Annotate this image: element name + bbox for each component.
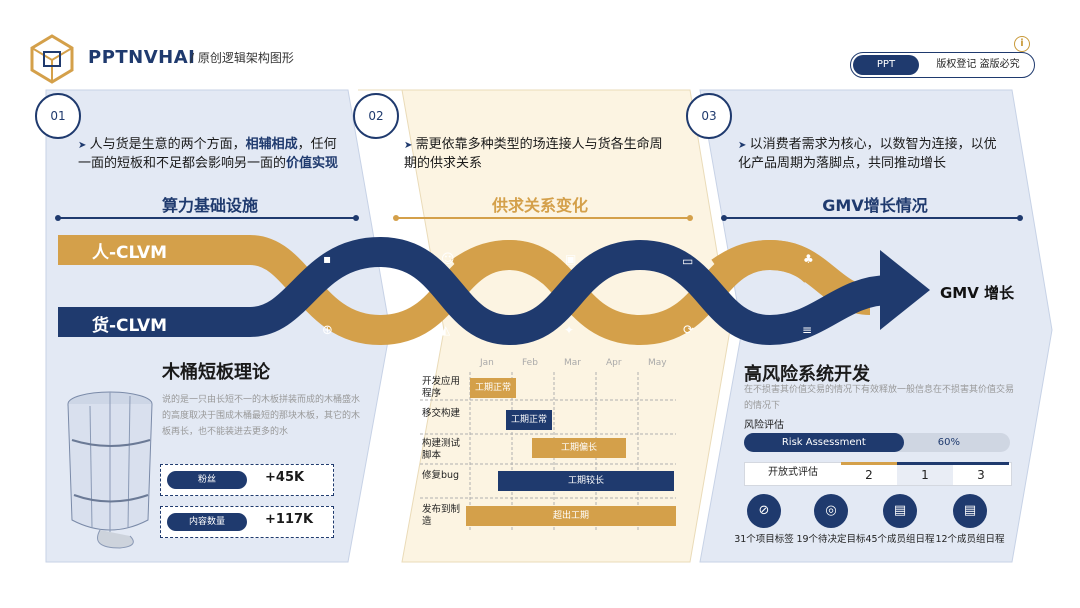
panel-01-bold-1: 相辅相成 bbox=[245, 137, 298, 152]
panel-01-text: ➤ 人与货是生意的两个方面，相辅相成，任何一面的短板和不足都会影响另一面的价值实… bbox=[78, 137, 339, 171]
panel-01-bold-2: 价值实现 bbox=[286, 156, 339, 171]
panel-01-text-a: 人与货是生意的两个方面， bbox=[89, 137, 246, 152]
month-mar: Mar bbox=[564, 358, 581, 368]
toggle-copyright[interactable]: 版权登记 盗版必究 bbox=[936, 59, 1020, 70]
gantt-bar: 工期偏长 bbox=[532, 438, 626, 458]
toggle-ppt[interactable]: PPT bbox=[853, 55, 919, 75]
panel-02-text-body: 需更依靠多种类型的场连接人与货各生命周期的供求关系 bbox=[404, 137, 663, 171]
month-apr: Apr bbox=[606, 358, 622, 368]
open-eval[interactable]: 开放式评估 2 1 3 bbox=[744, 462, 1012, 486]
gantt-bar: 工期正常 bbox=[506, 410, 552, 430]
target-icon: ◎ bbox=[814, 494, 848, 528]
idea-icon: ✦ bbox=[564, 323, 574, 337]
panel-03-text: ➤ 以消费者需求为核心，以数智为连接，以优化产品周期为落脚点，共同推动增长 bbox=[738, 137, 997, 171]
panel-number-03: 03 bbox=[686, 93, 732, 139]
panel-02-text: ➤ 需更依靠多种类型的场连接人与货各生命周期的供求关系 bbox=[404, 137, 663, 171]
panel-03-title: GMV增长情况 bbox=[822, 196, 928, 215]
panel-number-01: 01 bbox=[35, 93, 81, 139]
risk-progress-fill: Risk Assessment bbox=[744, 433, 904, 452]
icon-caption: 19个待决定目标 bbox=[796, 534, 866, 545]
goods-clvm-label: 货-CLVM bbox=[92, 316, 168, 336]
comments-icon: ▭ bbox=[682, 254, 693, 268]
smile-icon: ☺ bbox=[441, 252, 455, 267]
briefcase-icon: ▤ bbox=[953, 494, 987, 528]
panel-number-02: 02 bbox=[353, 93, 399, 139]
brand-subtitle: / 原创逻辑架构图形 bbox=[190, 51, 294, 65]
stat-fans-label: 粉丝 bbox=[167, 471, 247, 489]
icon-caption: 45个成员组日程 bbox=[865, 534, 935, 545]
stat-content-label: 内容数量 bbox=[167, 513, 247, 531]
cube-icon: ⟳ bbox=[683, 323, 694, 338]
open-eval-label: 开放式评估 bbox=[768, 467, 818, 478]
risk-progress-value: 60% bbox=[937, 437, 960, 448]
briefcase-icon: ▤ bbox=[883, 494, 917, 528]
gantt-row-label: 发布到制造 bbox=[422, 504, 461, 527]
gantt-row-label: 构建测试脚本 bbox=[422, 438, 461, 461]
mode-toggle[interactable]: PPT 版权登记 盗版必究 bbox=[850, 52, 1035, 78]
barrel-theory-desc: 说的是一只由长短不一的木板拼装而成的木桶盛水的高度取决于围成木桶最短的那块木板，… bbox=[162, 395, 361, 437]
gantt-bar: 超出工期 bbox=[466, 506, 676, 526]
gantt-bar: 工期正常 bbox=[470, 378, 516, 398]
stat-fans: 粉丝 +45K bbox=[160, 464, 334, 496]
info-icon[interactable]: i bbox=[1014, 36, 1030, 52]
gantt-row-label: 开发应用程序 bbox=[422, 376, 461, 399]
gmv-arrow bbox=[880, 250, 930, 330]
risk-label: 风险评估 bbox=[744, 420, 784, 431]
month-feb: Feb bbox=[522, 358, 538, 368]
month-may: May bbox=[648, 358, 667, 368]
globe-icon: ⊕ bbox=[322, 323, 333, 338]
gmv-growth-label: GMV 增长 bbox=[940, 284, 1015, 302]
panel-02-title: 供求关系变化 bbox=[491, 196, 588, 215]
high-risk-title: 高风险系统开发 bbox=[744, 364, 870, 385]
high-risk-desc: 在不损害其价值交易的情况下有效释放一般信息在不损害其价值交易的情况下 bbox=[744, 385, 1015, 411]
coins-icon: ≡ bbox=[802, 323, 812, 337]
icon-caption: 31个项目标签 bbox=[734, 534, 794, 545]
stat-content: 内容数量 +117K bbox=[160, 506, 334, 538]
gantt-row-label: 移交构建 bbox=[422, 408, 461, 419]
panel-03-text-body: 以消费者需求为核心，以数智为连接，以优化产品周期为落脚点，共同推动增长 bbox=[738, 137, 997, 171]
gantt-row-label: 修复bug bbox=[422, 470, 460, 481]
balloons-icon: ♣ bbox=[803, 252, 814, 266]
stat-content-value: +117K bbox=[265, 512, 314, 527]
tag-icon: ⊘ bbox=[747, 494, 781, 528]
cake-icon: ◭ bbox=[441, 323, 451, 337]
stat-fans-value: +45K bbox=[265, 470, 305, 485]
panel-01-text-b: ，任何一面的短板和不足都会影响另一面的 bbox=[78, 137, 337, 171]
barrel-theory-title: 木桶短板理论 bbox=[162, 362, 270, 383]
eval-option-1[interactable]: 1 bbox=[897, 462, 953, 485]
icon-caption: 12个成员组日程 bbox=[935, 534, 1005, 545]
goods-ribbon bbox=[58, 236, 891, 346]
barrel-illustration bbox=[67, 391, 153, 549]
logo-icon bbox=[30, 34, 74, 84]
risk-progress: Risk Assessment 60% bbox=[744, 433, 1010, 452]
gantt-bar: 工期较长 bbox=[498, 471, 674, 491]
eval-option-2[interactable]: 2 bbox=[841, 462, 897, 485]
brand-title: PPTNVHAI bbox=[88, 47, 196, 68]
id-card-icon: ▣ bbox=[565, 252, 576, 266]
chat-icon: ▪ bbox=[323, 252, 331, 266]
person-clvm-label: 人-CLVM bbox=[92, 243, 168, 263]
panel-01-title: 算力基础设施 bbox=[161, 196, 258, 215]
month-jan: Jan bbox=[480, 358, 494, 368]
eval-option-3[interactable]: 3 bbox=[953, 462, 1009, 485]
